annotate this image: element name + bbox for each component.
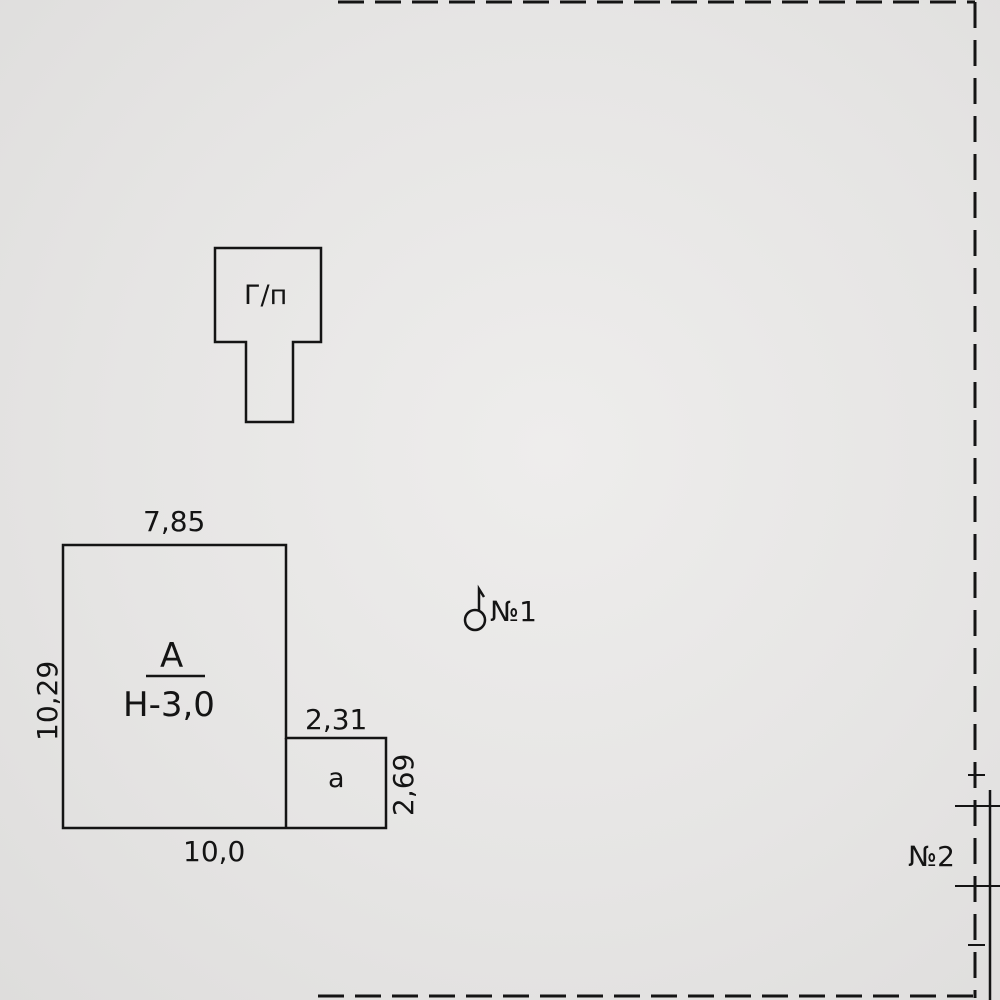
annex-letter: а bbox=[328, 763, 345, 794]
annex-top-dimension: 2,31 bbox=[305, 703, 368, 736]
outbuilding-label: Г/п bbox=[244, 280, 288, 311]
building-a-top-dimension: 7,85 bbox=[143, 505, 206, 538]
building-a-letter: А bbox=[160, 636, 184, 676]
building-a-left-dimension: 10,29 bbox=[31, 660, 64, 741]
point-1-label: №1 bbox=[490, 595, 537, 628]
annex-right-dimension: 2,69 bbox=[387, 753, 420, 816]
building-a-height: Н-3,0 bbox=[123, 685, 215, 725]
outbuilding-outline bbox=[213, 246, 323, 424]
building-a-outline bbox=[61, 543, 388, 830]
building-a-bottom-dimension: 10,0 bbox=[183, 835, 246, 868]
point-2-label: №2 bbox=[908, 840, 955, 873]
well-marker-icon bbox=[463, 584, 487, 632]
